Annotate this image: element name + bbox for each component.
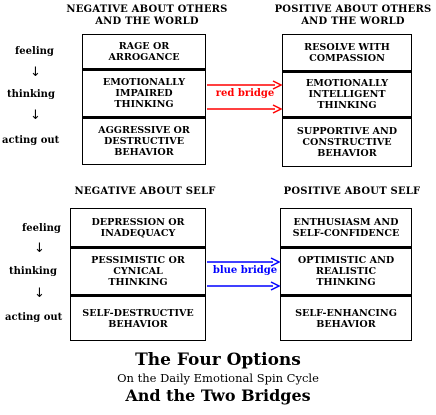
- top-negative-column: RAGE OR ARROGANCE EMOTIONALLY IMPAIRED T…: [82, 34, 206, 165]
- bottom-negative-column: DEPRESSION OR INADEQUACY PESSIMISTIC OR …: [70, 208, 206, 341]
- top-side-feeling: feeling: [15, 46, 54, 57]
- bottom-side-thinking: thinking: [9, 266, 57, 277]
- top-right-header: POSITIVE ABOUT OTHERS AND THE WORLD: [274, 4, 432, 27]
- down-arrow-icon: ↓: [34, 286, 45, 301]
- aggressive-destructive-behavior-cell: AGGRESSIVE OR DESTRUCTIVE BEHAVIOR: [83, 116, 205, 165]
- bottom-right-header: POSITIVE ABOUT SELF: [283, 186, 421, 197]
- caption-bridges: And the Two Bridges: [125, 386, 311, 405]
- optimistic-realistic-thinking-cell: OPTIMISTIC AND REALISTIC THINKING: [281, 246, 411, 294]
- red-bridge-label: red bridge: [215, 88, 275, 99]
- self-enhancing-behavior-cell: SELF-ENHANCING BEHAVIOR: [281, 294, 411, 341]
- resolve-with-compassion-cell: RESOLVE WITH COMPASSION: [283, 34, 411, 70]
- down-arrow-icon: ↓: [30, 108, 41, 123]
- top-side-acting-out: acting out: [2, 135, 60, 146]
- emotionally-impaired-thinking-cell: EMOTIONALLY IMPAIRED THINKING: [83, 68, 205, 116]
- enthusiasm-self-confidence-cell: ENTHUSIASM AND SELF-CONFIDENCE: [281, 208, 411, 246]
- top-left-header: NEGATIVE ABOUT OTHERS AND THE WORLD: [66, 4, 228, 27]
- blue-bridge-arrowhead-icon: [270, 257, 281, 267]
- pessimistic-cynical-thinking-cell: PESSIMISTIC OR CYNICAL THINKING: [71, 246, 205, 294]
- top-side-thinking: thinking: [7, 89, 55, 100]
- self-destructive-behavior-cell: SELF-DESTRUCTIVE BEHAVIOR: [71, 294, 205, 341]
- down-arrow-icon: ↓: [30, 65, 41, 80]
- caption-subtitle: On the Daily Emotional Spin Cycle: [117, 371, 319, 385]
- bottom-positive-column: ENTHUSIASM AND SELF-CONFIDENCE OPTIMISTI…: [280, 208, 412, 341]
- rage-or-arrogance-cell: RAGE OR ARROGANCE: [83, 34, 205, 68]
- top-positive-column: RESOLVE WITH COMPASSION EMOTIONALLY INTE…: [282, 34, 412, 167]
- bottom-side-acting-out: acting out: [5, 312, 63, 323]
- emotionally-intelligent-thinking-cell: EMOTIONALLY INTELLIGENT THINKING: [283, 70, 411, 116]
- down-arrow-icon: ↓: [34, 241, 45, 256]
- blue-bridge-label: blue bridge: [212, 265, 278, 276]
- supportive-constructive-behavior-cell: SUPPORTIVE AND CONSTRUCTIVE BEHAVIOR: [283, 116, 411, 167]
- depression-or-inadequacy-cell: DEPRESSION OR INADEQUACY: [71, 208, 205, 246]
- red-bridge-arrowhead-icon: [272, 80, 283, 90]
- bottom-left-header: NEGATIVE ABOUT SELF: [74, 186, 216, 197]
- caption-title: The Four Options: [135, 350, 301, 370]
- bottom-side-feeling: feeling: [22, 223, 61, 234]
- blue-bridge-arrowhead-icon: [270, 281, 281, 291]
- red-bridge-arrowhead-icon: [272, 104, 283, 114]
